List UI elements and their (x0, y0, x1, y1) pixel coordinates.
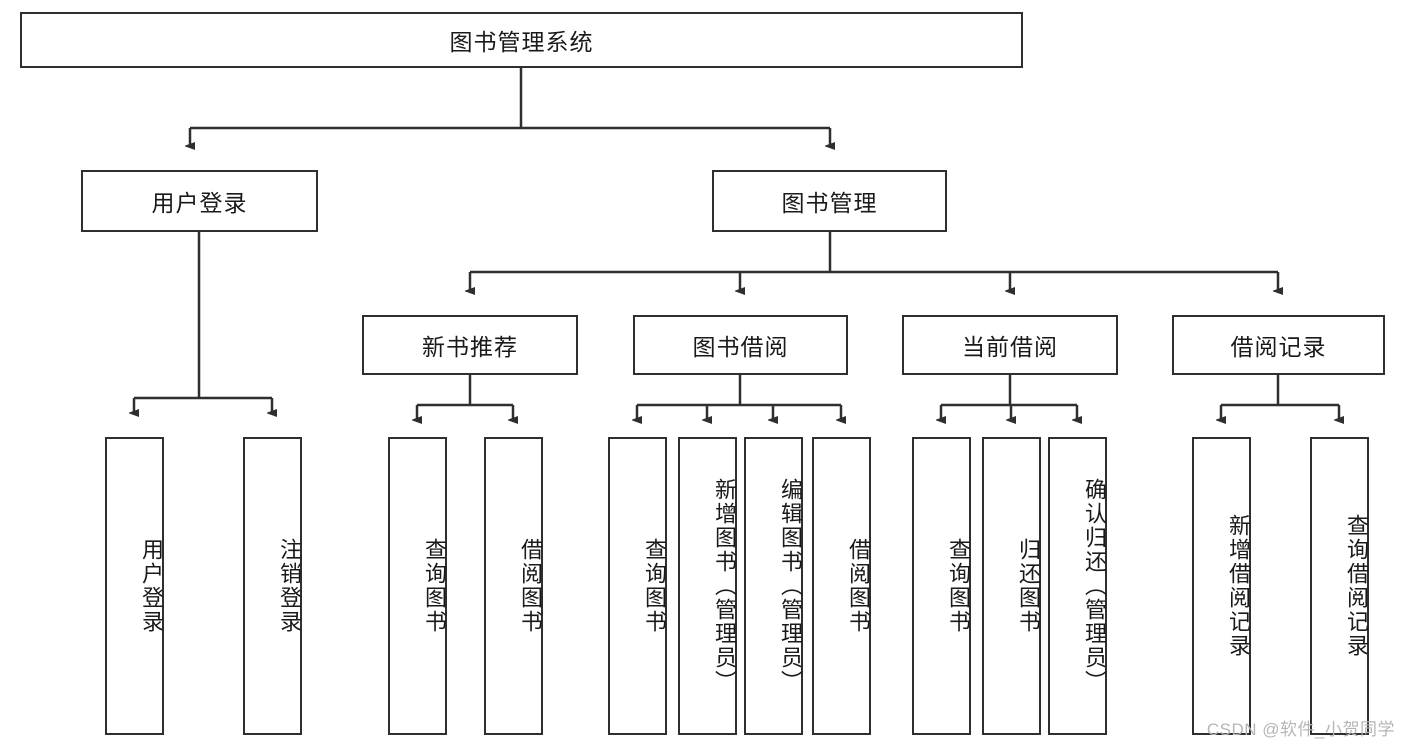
leaf-edit-book-admin-label: 编辑图书（管理员） (778, 478, 803, 694)
leaf-add-book-admin-label: 新增图书（管理员） (712, 478, 737, 694)
leaf-borrow-book-newbook-label: 借阅图书 (518, 538, 543, 634)
leaf-query-book-borrow[interactable]: 查询图书 (608, 437, 667, 735)
leaf-add-borrow-record[interactable]: 新增借阅记录 (1192, 437, 1251, 735)
node-book-management[interactable]: 图书管理 (712, 170, 947, 232)
node-borrow-records-label: 借阅记录 (1230, 334, 1327, 360)
leaf-borrow-book-newbook[interactable]: 借阅图书 (484, 437, 543, 735)
leaf-return-book[interactable]: 归还图书 (982, 437, 1041, 735)
leaf-user-login[interactable]: 用户登录 (105, 437, 164, 735)
leaf-user-login-label: 用户登录 (139, 538, 164, 634)
node-new-book-recommend[interactable]: 新书推荐 (362, 315, 578, 375)
leaf-query-borrow-record-label: 查询借阅记录 (1344, 514, 1369, 658)
leaf-query-book-current[interactable]: 查询图书 (912, 437, 971, 735)
node-root-label: 图书管理系统 (449, 29, 594, 55)
leaf-add-borrow-record-label: 新增借阅记录 (1226, 514, 1251, 658)
leaf-logout[interactable]: 注销登录 (243, 437, 302, 735)
leaf-query-book-newbook-label: 查询图书 (422, 538, 447, 634)
node-book-borrow-label: 图书借阅 (692, 334, 789, 360)
node-book-borrow[interactable]: 图书借阅 (633, 315, 848, 375)
node-new-book-recommend-label: 新书推荐 (422, 334, 518, 360)
leaf-confirm-return-admin-label: 确认归还（管理员） (1082, 478, 1107, 694)
leaf-borrow-book-label: 借阅图书 (846, 538, 871, 634)
node-current-borrow[interactable]: 当前借阅 (902, 315, 1118, 375)
leaf-query-book-current-label: 查询图书 (946, 538, 971, 634)
leaf-query-book-newbook[interactable]: 查询图书 (388, 437, 447, 735)
node-user-login-label: 用户登录 (151, 190, 248, 216)
node-book-management-label: 图书管理 (781, 190, 878, 216)
node-current-borrow-label: 当前借阅 (962, 334, 1058, 360)
leaf-logout-label: 注销登录 (277, 538, 302, 634)
node-borrow-records[interactable]: 借阅记录 (1172, 315, 1385, 375)
leaf-borrow-book[interactable]: 借阅图书 (812, 437, 871, 735)
leaf-return-book-label: 归还图书 (1016, 538, 1041, 634)
leaf-confirm-return-admin[interactable]: 确认归还（管理员） (1048, 437, 1107, 735)
leaf-query-borrow-record[interactable]: 查询借阅记录 (1310, 437, 1369, 735)
leaf-query-book-borrow-label: 查询图书 (642, 538, 667, 634)
node-user-login[interactable]: 用户登录 (81, 170, 318, 232)
node-root[interactable]: 图书管理系统 (20, 12, 1023, 68)
leaf-edit-book-admin[interactable]: 编辑图书（管理员） (744, 437, 803, 735)
leaf-add-book-admin[interactable]: 新增图书（管理员） (678, 437, 737, 735)
